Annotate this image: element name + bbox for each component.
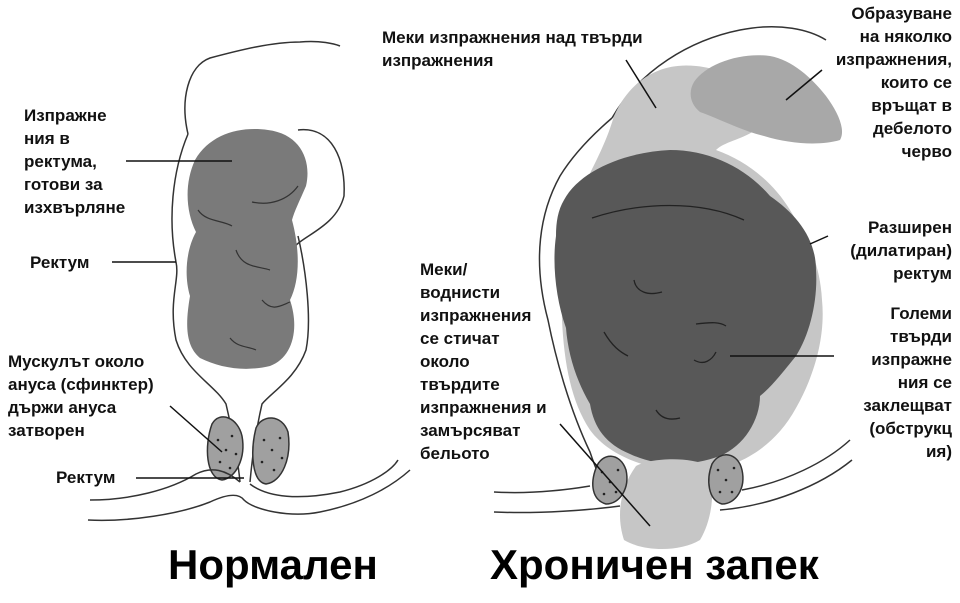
chronic-wall-outline xyxy=(538,117,613,493)
normal-stool-crease-1 xyxy=(197,209,233,227)
label-dilated-rectum: Разширен (дилатиран) ректум xyxy=(850,218,952,283)
normal-stool-crease-2 xyxy=(251,185,299,204)
chronic-returning-stools xyxy=(690,55,843,144)
label-stool-ready: Изпражне ния в ректума, готови за изхвър… xyxy=(24,106,126,217)
leader-dilated-rectum xyxy=(809,235,829,245)
chronic-buttocks-right xyxy=(741,439,851,491)
chronic-leakage xyxy=(620,459,713,549)
leader-soft-watery xyxy=(559,423,651,527)
label-soft-over-hard: Меки изпражнения над твърди изпражнения xyxy=(382,28,643,70)
leader-sphincter xyxy=(169,405,223,453)
leader-soft-over-hard xyxy=(625,59,657,109)
chronic-buttocks-lower-right xyxy=(719,459,853,511)
chronic-stool-crease-3 xyxy=(695,322,727,327)
normal-sphincter-dots xyxy=(216,434,284,472)
chronic-stool-crease-6 xyxy=(693,351,717,364)
title-normal: Нормален xyxy=(168,541,378,588)
chronic-stool-crease-5 xyxy=(655,409,681,420)
normal-buttocks-left xyxy=(89,469,241,501)
chronic-stool-crease-4 xyxy=(603,331,629,357)
chronic-hard-stool xyxy=(554,150,817,464)
leader-several-stools xyxy=(785,69,823,101)
normal-stool xyxy=(186,129,308,369)
normal-colon-outline-left xyxy=(184,40,341,135)
normal-diagram xyxy=(87,40,411,522)
chronic-buttocks-left xyxy=(493,485,591,494)
normal-buttocks-right xyxy=(249,459,399,498)
title-chronic: Хроничен запек xyxy=(490,541,819,588)
normal-stool-crease-5 xyxy=(229,337,257,351)
label-rectum-upper: Ректум xyxy=(30,253,90,272)
normal-stool-crease-4 xyxy=(261,299,291,308)
normal-colon-outline-right xyxy=(291,129,345,251)
chronic-diagram xyxy=(493,25,853,549)
label-several-stools: Образуване на няколко изпражнения, които… xyxy=(835,4,952,161)
chronic-stool-crease-1 xyxy=(591,204,745,221)
label-rectum-lower: Ректум xyxy=(56,468,116,487)
normal-stool-crease-3 xyxy=(235,249,271,271)
normal-sphincter-right xyxy=(252,417,290,485)
label-soft-watery: Меки/ воднисти изпражнения се стичат око… xyxy=(420,260,547,463)
label-large-hard: Големи твърди изпражне ния се заклещват … xyxy=(863,304,952,461)
label-sphincter: Мускулът около ануса (сфинктер) държи ан… xyxy=(8,352,154,440)
chronic-buttocks-lower xyxy=(493,505,621,514)
normal-sphincter-left xyxy=(206,416,244,481)
chronic-stool-crease-2 xyxy=(633,279,663,295)
normal-anal-canal xyxy=(87,469,411,522)
